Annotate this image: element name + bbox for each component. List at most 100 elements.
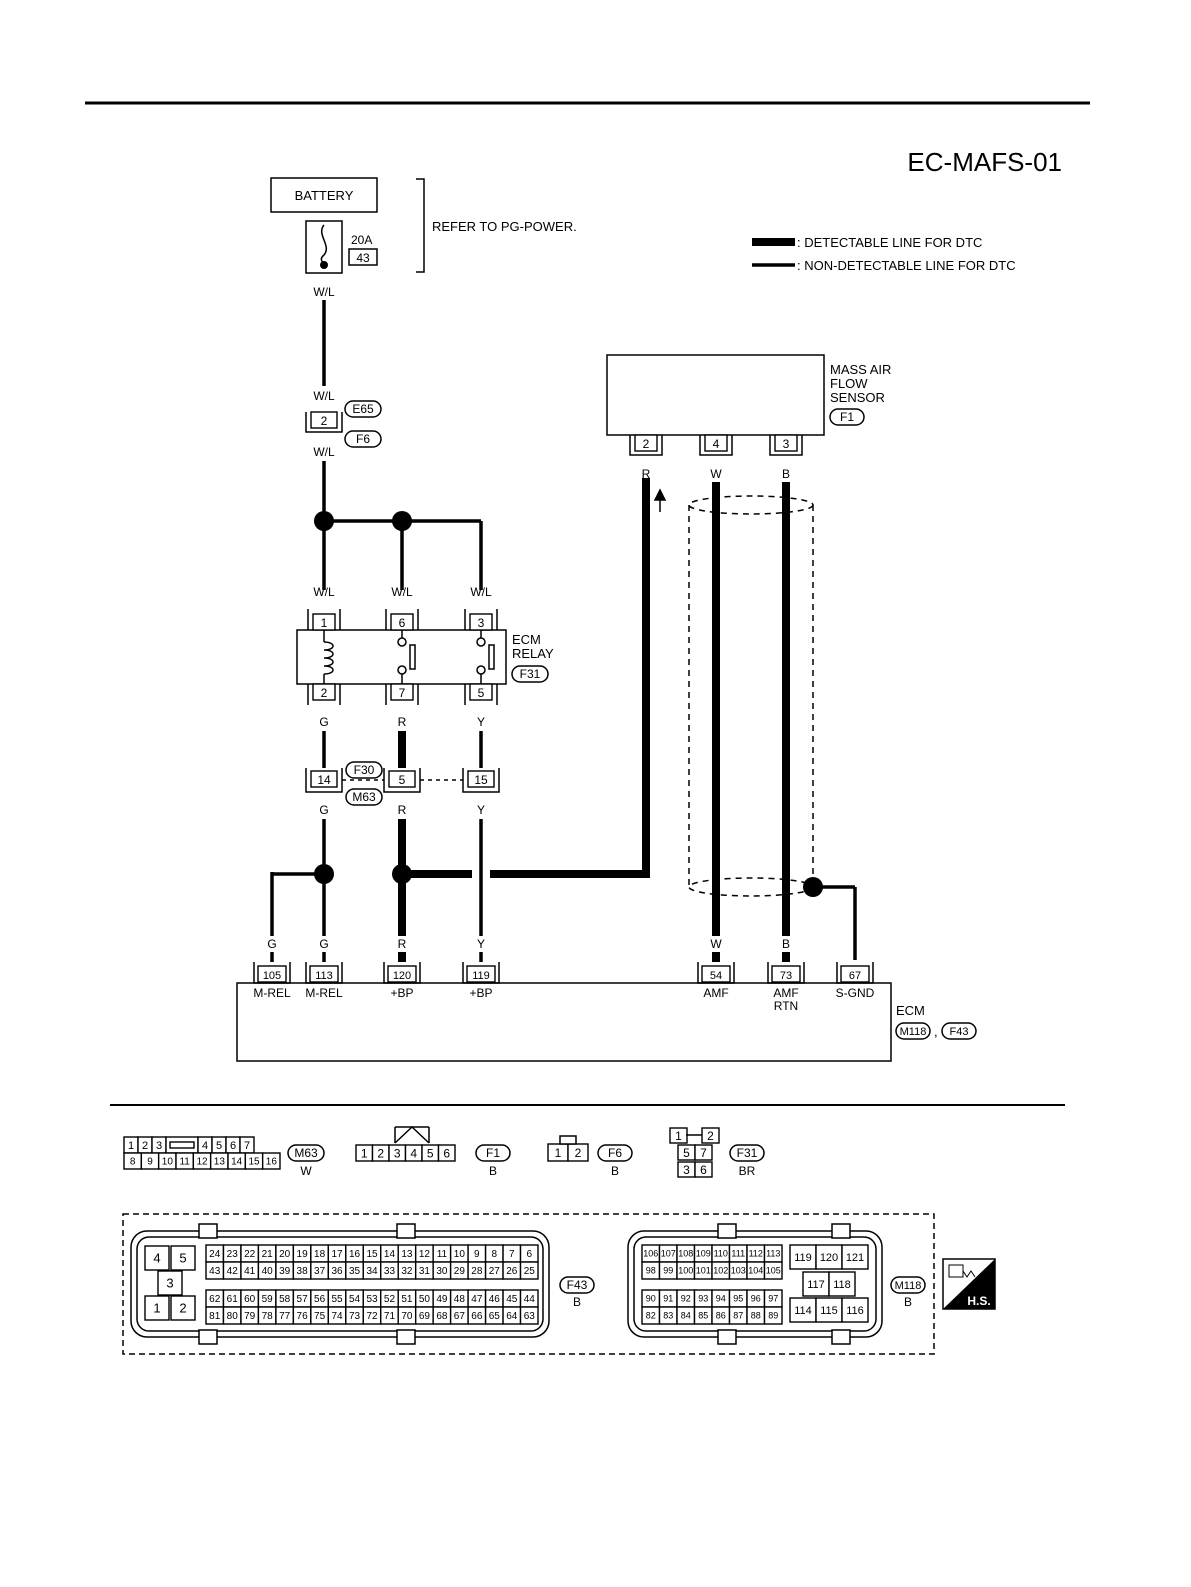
f1-color: B <box>489 1164 497 1178</box>
connector-f30-label: F30 <box>354 763 375 777</box>
ecm-label: ECM <box>896 1003 925 1018</box>
ecm-relay-label-1: ECM <box>512 632 541 647</box>
m118-pin <box>763 1261 783 1280</box>
m118-pin-label: 93 <box>698 1294 708 1304</box>
svg-text:W: W <box>710 937 722 951</box>
m118-pin-label: 121 <box>846 1252 864 1264</box>
f43-pin-label: 4 <box>153 1251 160 1266</box>
f43-pin-label: 56 <box>314 1294 326 1305</box>
m118-pin-label: 95 <box>733 1294 743 1304</box>
f1-pin-label: 6 <box>443 1146 450 1160</box>
f43-pin <box>144 1295 170 1321</box>
m118-pin-label: 118 <box>833 1279 851 1291</box>
f43-pin <box>157 1270 183 1296</box>
m118-pin-label: 88 <box>751 1311 761 1321</box>
m63-pin-label: 14 <box>231 1157 243 1168</box>
f43-pin-label: 11 <box>437 1249 448 1260</box>
maf-label-3: SENSOR <box>830 390 885 405</box>
fuse-number: 43 <box>356 251 370 265</box>
svg-text:3: 3 <box>478 616 485 630</box>
f43-pin-label: 40 <box>262 1266 274 1277</box>
m63-pin-label: 15 <box>248 1157 260 1168</box>
f43-pin <box>144 1245 170 1271</box>
f43-pin-label: 25 <box>524 1266 536 1277</box>
f43-pin <box>170 1245 196 1271</box>
f43-pin-label: 52 <box>384 1294 396 1305</box>
svg-text:73: 73 <box>780 970 792 982</box>
svg-text:RTN: RTN <box>774 999 798 1013</box>
maf-label-2: FLOW <box>830 376 868 391</box>
svg-text:Y: Y <box>477 937 485 951</box>
f6-pin <box>567 1143 589 1162</box>
svg-text:5: 5 <box>399 773 406 787</box>
f43-pin-label: 48 <box>454 1294 466 1305</box>
m118-pin-label: 106 <box>643 1249 658 1259</box>
f31-pin-label: 5 <box>683 1146 690 1160</box>
m118-pin-label: 117 <box>807 1279 825 1291</box>
m63-color: W <box>300 1164 312 1178</box>
f43-pin-label: 64 <box>506 1311 518 1322</box>
m118-pin-label: 100 <box>678 1266 693 1276</box>
m118-pin-label: 110 <box>714 1249 728 1259</box>
f43-pin-label: 6 <box>526 1249 532 1260</box>
f43-pin-label: 17 <box>331 1249 343 1260</box>
f43-pin-label: 43 <box>209 1266 221 1277</box>
m118-pin-label: 83 <box>663 1311 673 1321</box>
svg-text:G: G <box>319 803 328 817</box>
connector-f30-m63: 14 5 15 F30 M63 <box>305 761 500 806</box>
f43-pin-label: 41 <box>244 1266 256 1277</box>
f31-pin-label: 2 <box>707 1129 714 1143</box>
m118-pin-label: 103 <box>731 1266 746 1276</box>
maf-connector: F1 <box>840 410 854 424</box>
f43-pin-label: 77 <box>279 1311 291 1322</box>
svg-text:67: 67 <box>849 970 861 982</box>
f43-pin-label: 59 <box>262 1294 274 1305</box>
svg-text:2: 2 <box>321 414 328 428</box>
svg-text:120: 120 <box>393 970 411 982</box>
f43-pin-label: 36 <box>331 1266 343 1277</box>
m118-pin-label: 107 <box>661 1249 676 1259</box>
f1-pin-label: 1 <box>361 1146 368 1160</box>
f43-pin-label: 14 <box>384 1249 396 1260</box>
f43-pin-label: 47 <box>471 1294 483 1305</box>
m118-pin-label: 101 <box>696 1266 711 1276</box>
m63-pin-label: 7 <box>244 1140 250 1152</box>
m118-pin-label: 89 <box>768 1311 778 1321</box>
f31-pin-label: 6 <box>700 1163 707 1177</box>
m63-pin-label: 2 <box>142 1140 148 1152</box>
f43-pin-label: 54 <box>349 1294 361 1305</box>
svg-text:G: G <box>319 937 328 951</box>
f31-pin-label: 3 <box>683 1163 690 1177</box>
splice-1 <box>314 511 334 531</box>
f43-pin-label: 30 <box>436 1266 448 1277</box>
f6-id: F6 <box>608 1146 622 1160</box>
svg-text:R: R <box>398 803 407 817</box>
ecm-connector-2: F43 <box>950 1026 969 1038</box>
f43-pin-label: 10 <box>454 1249 466 1260</box>
svg-text:2: 2 <box>643 437 650 451</box>
f6-pin-label: 2 <box>575 1146 582 1160</box>
svg-text:S-GND: S-GND <box>836 986 875 1000</box>
f43-pin-label: 21 <box>262 1249 274 1260</box>
svg-text:2: 2 <box>321 686 328 700</box>
f43-pin <box>170 1295 196 1321</box>
refer-bracket <box>416 178 425 273</box>
f43-pin-label: 69 <box>419 1311 431 1322</box>
f1-pin-label: 5 <box>427 1146 434 1160</box>
m118-pin-label: 111 <box>731 1249 745 1259</box>
f43-pin-label: 63 <box>524 1311 536 1322</box>
f43-pin-label: 78 <box>262 1311 274 1322</box>
f1-pin-label: 3 <box>394 1146 401 1160</box>
f31-pin <box>694 1161 713 1178</box>
f43-pin-label: 72 <box>366 1311 378 1322</box>
f43-pin-label: 22 <box>244 1249 256 1260</box>
ecm-relay-connector: F31 <box>520 667 541 681</box>
f43-pin-label: 68 <box>436 1311 448 1322</box>
f31-id: F31 <box>737 1146 758 1160</box>
m63-pin <box>261 1152 281 1170</box>
svg-text:B: B <box>782 467 790 481</box>
svg-text:AMF: AMF <box>773 986 798 1000</box>
